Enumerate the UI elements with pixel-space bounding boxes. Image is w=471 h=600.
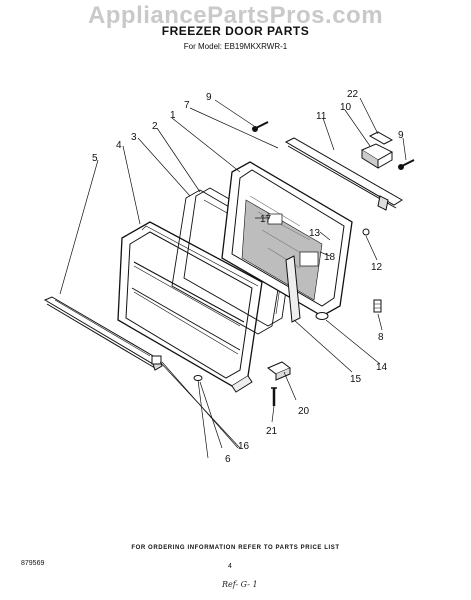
part-21-hinge-pin [271, 387, 277, 406]
callout-13: 13 [309, 228, 321, 239]
callout-12: 12 [371, 262, 383, 273]
part-1-door-panel [221, 161, 353, 317]
ordering-information-note: FOR ORDERING INFORMATION REFER TO PARTS … [131, 545, 340, 551]
part-10-handle-block [360, 143, 394, 169]
part-8-nut [373, 299, 382, 313]
callout-7: 7 [184, 100, 190, 111]
callout-2: 2 [152, 121, 158, 132]
part-4-door-liner [117, 221, 263, 393]
callout-22: 22 [347, 89, 359, 100]
part-11-trim-strip [284, 137, 403, 211]
callout-18: 18 [324, 252, 336, 263]
callout-1: 1 [170, 110, 176, 121]
callout-9-left: 9 [206, 92, 212, 103]
model-subtitle: For Model: EB19MKXRWR-1 [183, 42, 288, 51]
part-16-clip [151, 355, 162, 365]
callout-6: 6 [225, 454, 231, 465]
callout-21: 21 [266, 426, 278, 437]
callout-14: 14 [376, 362, 388, 373]
callout-5: 5 [92, 153, 98, 164]
callout-15: 15 [350, 374, 362, 385]
callout-20: 20 [298, 406, 310, 417]
callout-10: 10 [340, 102, 352, 113]
part-15-channel [285, 255, 301, 323]
part-3-gasket [171, 189, 287, 335]
watermark-text: AppliancePartsPros.com [87, 2, 384, 29]
leader-lines [59, 97, 407, 459]
handwritten-reference-mark: Ref- G- 1 [222, 580, 258, 589]
diagram-title: FREEZER DOOR PARTS [161, 24, 310, 38]
callout-11: 11 [316, 111, 327, 122]
part-9-screw-left [252, 121, 269, 132]
document-number: 879569 [21, 560, 45, 567]
callout-8: 8 [378, 332, 384, 343]
page-number: 4 [228, 563, 232, 570]
part-20-hinge-bracket [267, 361, 291, 381]
part-22-handle-cap [368, 131, 394, 145]
part-14-bushing [315, 312, 329, 320]
callout-16: 16 [238, 441, 250, 452]
callout-17: 17 [260, 214, 272, 225]
part-12-plug [362, 228, 370, 236]
callout-9-right: 9 [398, 130, 404, 141]
callout-4: 4 [116, 140, 122, 151]
callout-3: 3 [131, 132, 137, 143]
part-9-screw-right [398, 159, 415, 170]
